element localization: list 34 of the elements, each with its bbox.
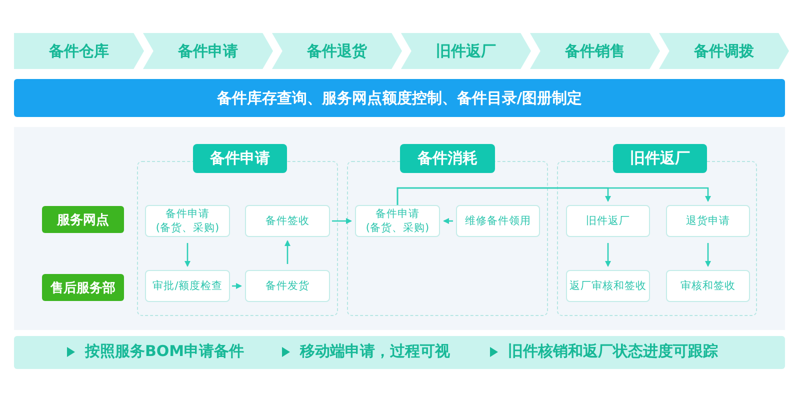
role-label: 售后服务部 [42,274,124,301]
banner: 备件库存查询、服务网点额度控制、备件目录/图册制定 [14,79,785,117]
step-box: 审批/额度检查 [145,270,230,302]
group-heading: 备件申请 [193,144,287,173]
chevron-step: 备件销售 [530,33,660,69]
chevron-step: 备件调拨 [659,33,789,69]
step-box: 退货申请 [666,205,750,237]
group-heading: 旧件返厂 [613,144,707,173]
arrow [332,218,352,224]
group-heading: 备件消耗 [400,144,495,173]
arrow [184,243,190,267]
step-box: 备件发货 [245,270,330,302]
chevron-step: 备件仓库 [14,33,144,69]
step-box: 审核和签收 [666,270,750,302]
feature-text: 移动端申请，过程可视 [300,342,450,361]
chevron-step: 备件申请 [143,33,273,69]
step-box: 返厂审核和签收 [566,270,650,302]
arrow [443,218,453,224]
arrow [284,240,290,264]
feature-text: 旧件核销和返厂状态进度可跟踪 [508,342,718,361]
feature-text: 按照服务BOM申请备件 [85,342,244,361]
arrow [396,187,711,205]
chevron-step: 备件退货 [272,33,402,69]
role-label: 服务网点 [42,206,124,233]
feature-band [14,336,785,369]
chevron-step: 旧件返厂 [401,33,531,69]
arrow [232,283,242,289]
arrow [605,243,611,267]
arrow [705,243,711,267]
step-box: 维修备件领用 [456,205,540,237]
step-box: 备件签收 [245,205,330,237]
step-box: 备件申请 (备货、采购) [355,205,440,237]
step-box: 备件申请 (备货、采购) [145,205,230,237]
step-box: 旧件返厂 [566,205,650,237]
